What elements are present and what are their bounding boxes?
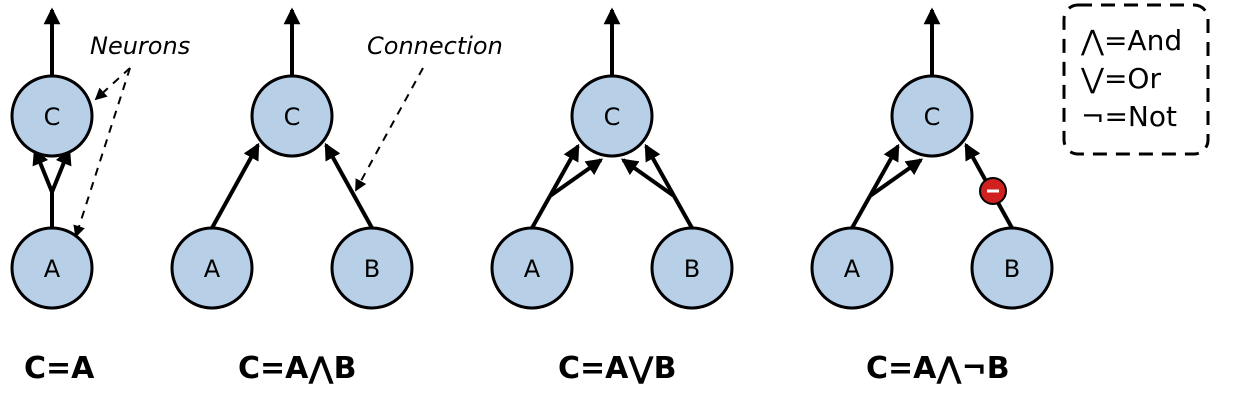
legend-item-not: ¬=Not — [1081, 100, 1177, 133]
connection-b-to-c — [324, 142, 374, 229]
neurons-callout-label: Neurons — [90, 32, 190, 60]
formula-and: C=A⋀B — [238, 351, 357, 386]
legend-item-and: ⋀=And — [1080, 24, 1182, 57]
neuron-c-label: C — [604, 103, 621, 131]
neuron-b-label: B — [1004, 255, 1020, 283]
neuron-b-label: B — [684, 255, 700, 283]
legend: ⋀=And ⋁=Or ¬=Not — [1062, 3, 1210, 156]
legend-item-or: ⋁=Or — [1080, 62, 1161, 95]
connection-a-to-c-left — [32, 147, 54, 193]
neurons-pointer-to-c — [94, 67, 131, 101]
neuron-a-label: A — [44, 255, 61, 283]
neuron-c-label: C — [284, 103, 301, 131]
neuron-a — [170, 226, 254, 310]
formula-identity: C=A — [24, 351, 95, 386]
neuron-a-label: A — [524, 255, 541, 283]
neuron-b — [650, 226, 734, 310]
neuron-b — [970, 226, 1054, 310]
neuron-a — [10, 226, 94, 310]
neuron-a-label: A — [844, 255, 861, 283]
neuron-c-label: C — [44, 103, 61, 131]
connection-a-to-c-lower — [548, 158, 604, 198]
neuron-a — [490, 226, 574, 310]
neuron-a-label: A — [204, 255, 221, 283]
inhibitory-marker — [979, 177, 1007, 205]
neuron-c — [890, 74, 974, 158]
neuron-b — [330, 226, 414, 310]
neuron-b-label: B — [364, 255, 380, 283]
neuron-c-label: C — [924, 103, 941, 131]
connection-a-to-c — [210, 142, 260, 229]
connection-b-to-c-upper — [644, 143, 676, 197]
connection-pointer — [355, 67, 424, 192]
neurons-callout: Neurons — [73, 32, 190, 238]
connection-callout-label: Connection — [367, 32, 503, 60]
connection-a-stem — [850, 195, 872, 229]
connection-a-to-c-upper — [548, 143, 580, 197]
connection-a-stem — [530, 195, 552, 229]
formula-and-not: C=A⋀¬B — [866, 351, 1010, 386]
neuron-a — [810, 226, 894, 310]
connection-b-stem — [672, 195, 694, 229]
connection-b-to-c-lower — [620, 158, 676, 198]
neuron-c — [10, 74, 94, 158]
panel-and-not: C A B C=A⋀¬B — [810, 7, 1054, 386]
connection-callout: Connection — [355, 32, 503, 192]
neuron-c — [570, 74, 654, 158]
neuron-c — [250, 74, 334, 158]
panel-or: C A B C=A⋁B — [490, 7, 734, 386]
panel-identity: C A C=A — [10, 7, 95, 386]
connection-a-to-c-right — [50, 147, 72, 193]
connection-a-to-c-lower — [868, 158, 924, 198]
panel-and: C A B C=A⋀B — [170, 7, 414, 386]
connection-a-to-c-upper — [868, 143, 900, 197]
formula-or: C=A⋁B — [558, 351, 677, 386]
legend-box — [1062, 3, 1210, 156]
